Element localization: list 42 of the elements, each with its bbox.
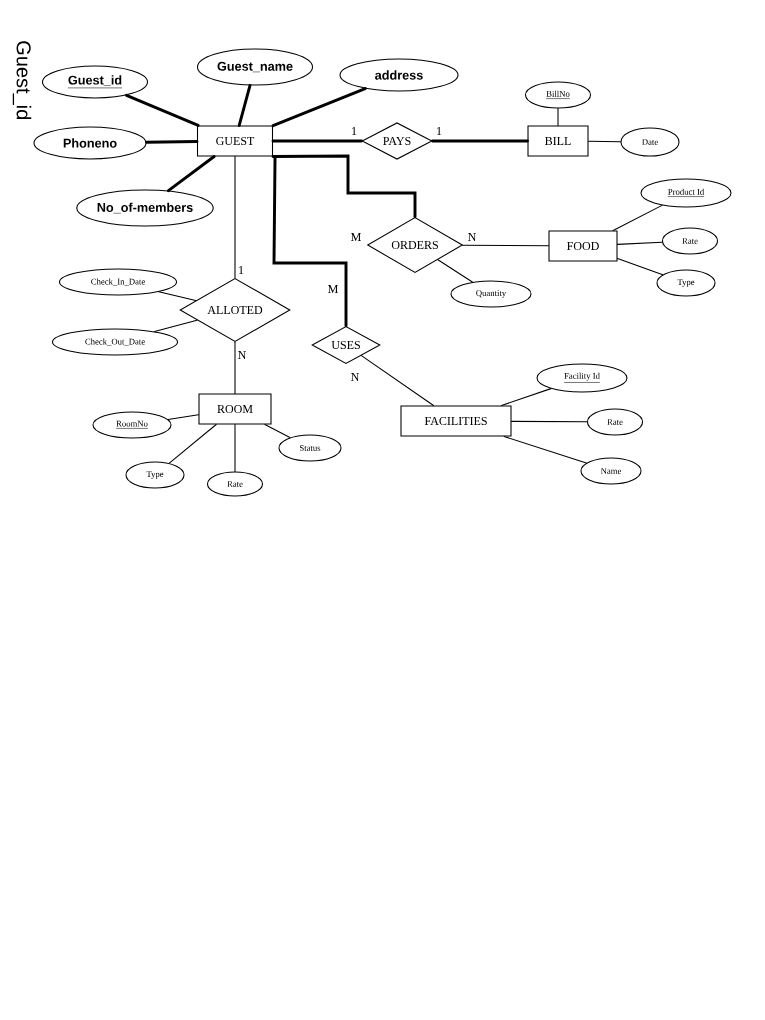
- connector-line: [588, 140, 621, 143]
- connector-line: [437, 259, 473, 283]
- connector-line: [503, 436, 587, 464]
- connector-line: [612, 204, 663, 231]
- connector-line: [272, 155, 348, 328]
- connector-line: [125, 93, 200, 127]
- connector-line: [617, 257, 664, 276]
- connector-line: [511, 420, 588, 423]
- connector-line: [557, 108, 559, 126]
- cardinality-label: 1: [349, 125, 359, 137]
- connector-line: [462, 244, 549, 247]
- connector-line: [168, 424, 217, 464]
- cardinality-label: M: [326, 283, 340, 295]
- connector-line: [431, 139, 529, 143]
- connector-line: [271, 139, 363, 143]
- connector-line: [145, 140, 199, 144]
- connector-line: [166, 155, 216, 193]
- connector-line: [158, 291, 197, 302]
- cardinality-label: 1: [434, 125, 444, 137]
- connector-line: [154, 319, 198, 332]
- connector-line: [167, 414, 199, 420]
- connector-line: [360, 355, 435, 406]
- connector-line: [271, 154, 417, 219]
- entity-box: GUEST: [196, 125, 274, 157]
- entity-box: FOOD: [548, 230, 618, 262]
- connector-line: [271, 87, 367, 128]
- vertical-label: Guest_id: [12, 41, 32, 119]
- connector-line: [234, 156, 236, 279]
- cardinality-label: N: [349, 371, 361, 383]
- entity-box: ROOM: [198, 393, 272, 425]
- connector-line: [234, 424, 236, 472]
- entity-box: FACILITIES: [400, 405, 512, 437]
- cardinality-label: N: [236, 349, 248, 361]
- connector-line: [264, 424, 291, 439]
- connector-line: [234, 341, 236, 394]
- entity-box: BILL: [527, 125, 589, 157]
- connector-line: [237, 84, 252, 127]
- cardinality-label: M: [349, 231, 363, 243]
- cardinality-label: N: [466, 231, 478, 243]
- connector-line: [501, 388, 552, 406]
- cardinality-label: 1: [236, 264, 246, 276]
- connector-line: [617, 241, 663, 245]
